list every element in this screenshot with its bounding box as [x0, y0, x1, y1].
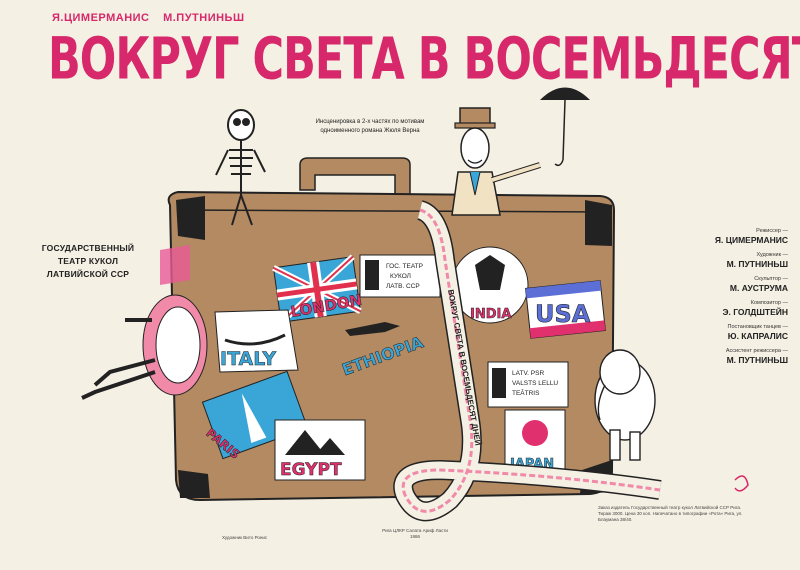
corner-guard-tl: [176, 196, 205, 240]
sticker-egypt-label: EGYPT: [280, 460, 342, 480]
sticker-puppet-theatre-ru: [359, 254, 441, 298]
poster-title: ВОКРУГ СВЕТА В ВОСЕМЬДЕСЯТ ДНЕЙ: [48, 26, 800, 94]
sticker-india: [451, 246, 529, 324]
sticker-puppet-ru-line3: ЛАТВ. ССР: [386, 283, 420, 290]
credit-name: Ю. КАПРАЛИС: [727, 331, 788, 341]
dancer-figure: [81, 294, 208, 400]
umbrella-icon: [540, 87, 590, 167]
sticker-puppet-lv-line1: LATV. PSR: [512, 370, 544, 377]
authors: Я.ЦИМЕРМАНИС М.ПУТНИНЬШ: [52, 12, 255, 24]
credit-composer: Композитор — Э. ГОЛДШТЕЙН: [630, 300, 788, 318]
sticker-puppet-lv-line2: VALSTS LELLU: [512, 380, 558, 387]
credits-list: Режиссер — Я. ЦИМЕРМАНИС Художник — М. П…: [630, 228, 788, 372]
sticker-puppet-ru-line1: ГОС. ТЕАТР: [386, 263, 423, 270]
traveller-figure: [451, 107, 541, 216]
sticker-puppet-lv-line3: TEĀTRIS: [512, 389, 540, 397]
credit-role: Ассистент режиссера —: [725, 348, 788, 354]
author-1: Я.ЦИМЕРМАНИС: [52, 12, 150, 24]
skeleton-figure: [215, 109, 266, 226]
credit-sculptor: Скульптор — М. АУСТРУМА: [630, 276, 788, 294]
artist-signature: [734, 475, 749, 492]
credit-name: М. ПУТНИНЬШ: [726, 355, 788, 365]
credit-name: Э. ГОЛДШТЕЙН: [722, 307, 788, 317]
corner-guard-tr: [585, 200, 612, 246]
sticker-usa-label: USA: [535, 300, 591, 328]
sticker-puppet-theatre-lv: [487, 361, 569, 408]
footer-artist: Художник Вито Ронис: [222, 535, 268, 540]
credit-role: Постановщик танцев —: [727, 324, 788, 330]
credit-role: Художник —: [756, 252, 788, 258]
crocodile-icon: [345, 322, 400, 336]
theatre-line-2: ТЕАТР КУКОЛ: [57, 256, 119, 266]
suitcase-handle: [299, 157, 411, 196]
sticker-italy-label: ITALY: [220, 348, 276, 370]
sticker-italy: [214, 309, 299, 373]
credit-name: Я. ЦИМЕРМАНИС: [714, 235, 788, 245]
credit-name: М. АУСТРУМА: [729, 283, 788, 293]
credit-name: М. ПУТНИНЬШ: [726, 259, 788, 269]
corner-guard-bl: [178, 470, 210, 498]
credit-choreographer: Постановщик танцев — Ю. КАПРАЛИС: [630, 324, 788, 342]
sticker-london: [272, 254, 362, 325]
footer-imprint: Заказ издатель Государственный театр кук…: [598, 505, 743, 522]
credit-director: Режиссер — Я. ЦИМЕРМАНИС: [630, 228, 788, 246]
credit-role: Скульптор —: [754, 276, 788, 282]
credit-role: Режиссер —: [756, 228, 788, 234]
sticker-egypt: [274, 419, 366, 481]
author-2: М.ПУТНИНЬШ: [163, 12, 245, 24]
sticker-puppet-ru-line2: КУКОЛ: [390, 273, 411, 280]
credit-role: Композитор —: [750, 300, 788, 306]
poster-subtitle: Инсценировка в 2-х частях по мотивам одн…: [315, 119, 425, 134]
sticker-usa: [525, 280, 606, 339]
elephant-figure: [594, 349, 656, 461]
credit-designer: Художник — М. ПУТНИНЬШ: [630, 252, 788, 270]
sticker-india-label: INDIA: [470, 307, 511, 322]
theatre-line-3: ЛАТВИЙСКОЙ ССР: [46, 269, 130, 279]
theatre-name: ГОСУДАРСТВЕННЫЙ ТЕАТР КУКОЛ ЛАТВИЙСКОЙ С…: [28, 242, 148, 281]
credit-assistant-director: Ассистент режиссера — М. ПУТНИНЬШ: [630, 348, 788, 366]
footer-printer: Рига ЦЛКР Салата Ариф Ласти 1986: [382, 528, 448, 539]
theatre-line-1: ГОСУДАРСТВЕННЫЙ: [41, 243, 135, 253]
